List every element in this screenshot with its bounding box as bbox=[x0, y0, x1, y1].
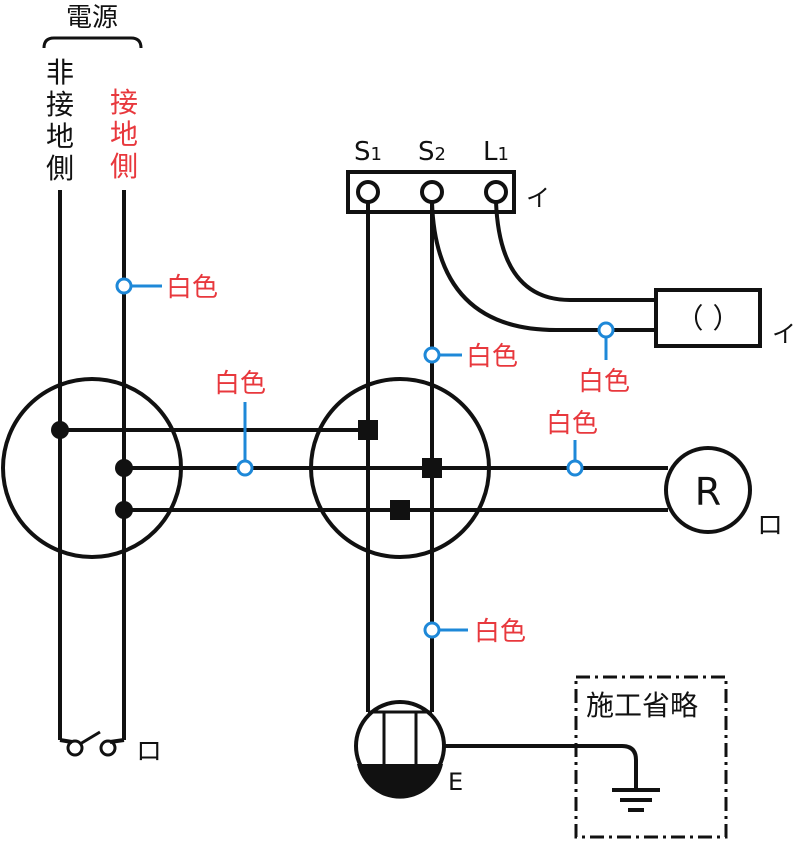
switch-label: イ bbox=[526, 184, 550, 212]
lamp-r bbox=[664, 446, 752, 534]
ground-wire bbox=[444, 744, 638, 790]
wire-s2-to-lamp bbox=[430, 201, 656, 332]
bottom-switch-contact bbox=[66, 739, 84, 757]
outlet-ground-label: E bbox=[448, 768, 463, 796]
color-marker bbox=[423, 346, 441, 364]
construction-omitted-text: 施工省略 bbox=[586, 689, 698, 722]
joint-dot bbox=[115, 501, 133, 519]
outlet-fill bbox=[357, 764, 443, 799]
svg-text:接: 接 bbox=[46, 88, 74, 121]
terminal-s2 bbox=[420, 180, 444, 204]
wire-color-label: 白色 bbox=[474, 617, 526, 647]
svg-text:側: 側 bbox=[46, 152, 74, 185]
svg-text:地: 地 bbox=[110, 118, 138, 151]
power-source-bracket bbox=[42, 36, 143, 49]
terminal-label-l1: L1 bbox=[483, 137, 509, 167]
svg-text:非: 非 bbox=[46, 56, 74, 89]
color-marker bbox=[115, 277, 133, 295]
terminal-label-s1: S1 bbox=[354, 137, 382, 167]
svg-text:地: 地 bbox=[46, 120, 74, 153]
wire-color-label: 白色 bbox=[578, 367, 630, 397]
bottom-switch-label: ロ bbox=[136, 737, 162, 767]
pilot-lamp-text: （ ） bbox=[676, 302, 741, 335]
terminal-s1 bbox=[356, 180, 380, 204]
color-marker bbox=[423, 621, 441, 639]
color-marker bbox=[236, 459, 254, 477]
pilot-lamp bbox=[654, 288, 762, 348]
power-source-title: 電源 bbox=[66, 3, 118, 33]
svg-text:接: 接 bbox=[110, 86, 138, 119]
lamp-r-label: ロ bbox=[757, 511, 783, 541]
bottom-switch-blade bbox=[79, 730, 101, 746]
lamp-r-symbol: R bbox=[695, 470, 721, 514]
wire-color-label: 白色 bbox=[466, 342, 518, 372]
joint-dot bbox=[51, 421, 69, 439]
wire-color-label: 白色 bbox=[166, 273, 218, 303]
pilot-lamp-label: イ bbox=[772, 320, 796, 348]
wire-color-label: 白色 bbox=[546, 409, 598, 439]
wire-l1-to-lamp bbox=[494, 201, 656, 302]
color-marker bbox=[566, 459, 584, 477]
terminal-label-s2: S2 bbox=[418, 137, 446, 167]
joint-dot bbox=[115, 459, 133, 477]
bottom-switch-contact bbox=[99, 739, 117, 757]
wire-color-label: 白色 bbox=[214, 369, 266, 399]
construction-omitted-box bbox=[574, 675, 728, 839]
grounded-side-label: 接 地 側 bbox=[110, 86, 138, 183]
terminal-l1 bbox=[484, 180, 508, 204]
svg-text:側: 側 bbox=[110, 150, 138, 183]
non-grounded-side-label: 非 接 地 側 bbox=[46, 56, 74, 185]
sleeve-joint bbox=[390, 500, 410, 520]
color-marker bbox=[597, 321, 615, 339]
